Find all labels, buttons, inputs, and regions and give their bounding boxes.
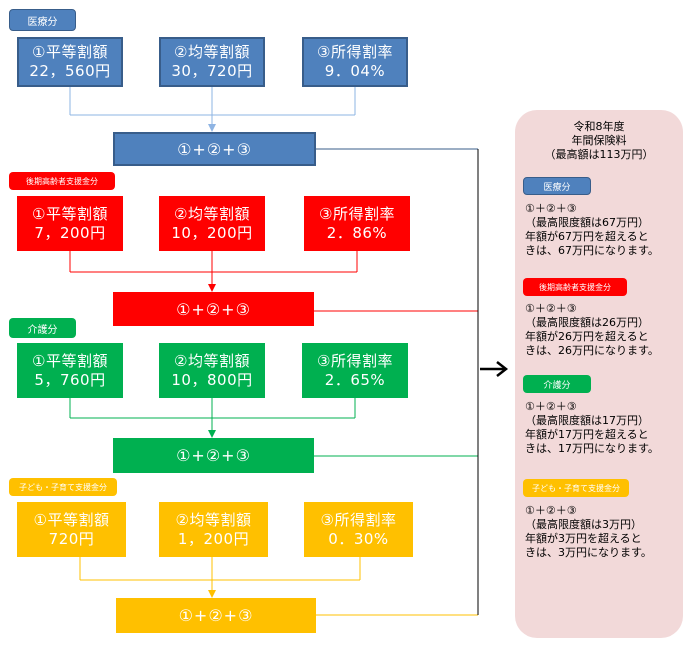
box-value: 10，800円 — [171, 370, 253, 389]
child-tag: 子ども・子育て支援金分 — [9, 478, 117, 496]
panel-title-line: （最高額は113万円） — [544, 148, 654, 161]
box-label: ①平等割額 — [33, 510, 110, 529]
box-label: ①平等割額 — [32, 43, 108, 61]
medical-flat-rate-box: ①平等割額 22，560円 — [17, 37, 123, 87]
panel-care-text: ①＋②＋③ （最高限度額は17万円） 年額が17万円を超えると きは、17万円に… — [525, 400, 659, 455]
box-value: 0．30% — [328, 529, 389, 548]
medical-sum-box: ①+②+③ — [113, 132, 316, 166]
medical-arrowhead — [208, 124, 216, 132]
support-equal-rate-box: ②均等割額 10，200円 — [159, 196, 265, 251]
box-label: ①平等割額 — [32, 351, 108, 370]
box-label: ②均等割額 — [174, 204, 250, 223]
box-value: 7，200円 — [34, 223, 106, 242]
box-label: ③所得割率 — [320, 510, 397, 529]
child-connectors — [79, 557, 361, 590]
support-flat-rate-box: ①平等割額 7，200円 — [17, 196, 123, 251]
support-sum-box: ①+②+③ — [113, 292, 314, 326]
care-tag: 介護分 — [9, 318, 76, 338]
box-value: 2．86% — [326, 223, 388, 242]
panel-child-tag: 子ども・子育て支援金分 — [523, 479, 629, 497]
box-label: ②均等割額 — [175, 510, 252, 529]
box-label: ②均等割額 — [174, 351, 250, 370]
annual-premium-panel: 令和8年度 年間保険料 （最高額は113万円） 医療分 ①＋②＋③ （最高限度額… — [515, 110, 683, 638]
care-equal-rate-box: ②均等割額 10，800円 — [159, 343, 265, 398]
right-arrow-icon — [480, 361, 509, 377]
panel-title-line: 年間保険料 — [571, 134, 627, 147]
child-equal-rate-box: ②均等割額 1，200円 — [159, 502, 268, 557]
panel-support-tag: 後期高齢者支援金分 — [523, 278, 627, 296]
box-value: 720円 — [48, 529, 95, 548]
care-income-rate-box: ③所得割率 2．65% — [302, 343, 408, 398]
care-arrowhead — [208, 430, 216, 438]
medical-tag: 医療分 — [9, 9, 76, 31]
child-arrowhead — [208, 590, 216, 598]
panel-child-text: ①＋②＋③ （最高限度額は3万円） 年額が3万円を超えると きは、3万円になりま… — [525, 504, 652, 559]
support-connectors — [69, 251, 358, 284]
box-value: 1，200円 — [177, 529, 250, 548]
support-arrowhead — [208, 284, 216, 292]
panel-support-text: ①＋②＋③ （最高限度額は26万円） 年額が26万円を超えると きは、26万円に… — [525, 302, 659, 357]
box-label: ①平等割額 — [32, 204, 108, 223]
medical-connectors — [69, 87, 356, 124]
support-tag: 後期高齢者支援金分 — [9, 172, 115, 190]
box-label: ③所得割率 — [317, 351, 393, 370]
care-connectors — [69, 398, 356, 430]
box-label: ③所得割率 — [319, 204, 395, 223]
care-flat-rate-box: ①平等割額 5，760円 — [17, 343, 123, 398]
panel-title: 令和8年度 年間保険料 （最高額は113万円） — [515, 120, 683, 162]
support-income-rate-box: ③所得割率 2．86% — [304, 196, 410, 251]
box-label: ③所得割率 — [317, 43, 393, 61]
box-value: 2．65% — [324, 370, 386, 389]
panel-medical-text: ①＋②＋③ （最高限度額は67万円） 年額が67万円を超えると きは、67万円に… — [525, 202, 659, 257]
panel-care-tag: 介護分 — [523, 375, 591, 393]
box-value: 30，720円 — [171, 62, 253, 80]
box-value: 10，200円 — [171, 223, 253, 242]
box-value: 22，560円 — [29, 62, 111, 80]
medical-equal-rate-box: ②均等割額 30，720円 — [159, 37, 265, 87]
child-income-rate-box: ③所得割率 0．30% — [304, 502, 413, 557]
medical-income-rate-box: ③所得割率 9．04% — [302, 37, 408, 87]
box-value: 5，760円 — [34, 370, 106, 389]
box-label: ②均等割額 — [174, 43, 250, 61]
child-sum-box: ①+②+③ — [116, 598, 316, 633]
child-flat-rate-box: ①平等割額 720円 — [17, 502, 126, 557]
panel-medical-tag: 医療分 — [523, 177, 591, 195]
panel-title-line: 令和8年度 — [573, 120, 625, 133]
care-sum-box: ①+②+③ — [113, 438, 314, 473]
box-value: 9．04% — [324, 62, 386, 80]
